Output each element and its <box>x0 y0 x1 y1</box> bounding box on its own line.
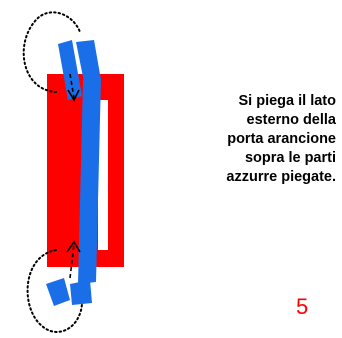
door-inner-gap <box>98 100 108 250</box>
blue-flap-top-left <box>58 40 82 100</box>
blue-flap-bottom-left <box>46 278 70 306</box>
instruction-line: sopra le parti <box>244 150 336 166</box>
instruction-text: Si piega il lato esterno della porta ara… <box>150 92 336 187</box>
instruction-line: azzurre piegate. <box>226 169 336 185</box>
instruction-line: esterno della <box>246 112 336 128</box>
blue-flap-bottom-right <box>70 280 92 305</box>
blue-flap-top-right <box>76 40 101 82</box>
blue-strip-center <box>78 78 101 284</box>
fold-arrow-down <box>67 73 80 102</box>
instruction-line: Si piega il lato <box>238 93 337 109</box>
instruction-line: porta arancione <box>227 131 336 147</box>
fold-arrow-up <box>66 240 81 279</box>
step-number: 5 <box>296 294 309 319</box>
blue-flaps <box>46 40 101 306</box>
dotted-fold-arc-top <box>22 11 81 93</box>
dotted-fold-arc-bottom <box>26 249 83 333</box>
